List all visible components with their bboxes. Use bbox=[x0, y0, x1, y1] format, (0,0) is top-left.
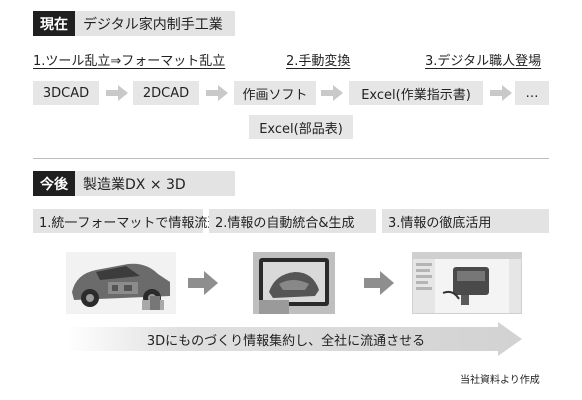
flow-excel-parts-list: Excel(部品表) bbox=[249, 115, 353, 139]
flow-3dcad: 3DCAD bbox=[33, 81, 99, 105]
flow-more-ellipsis: … bbox=[515, 81, 549, 105]
step-2: 2.情報の自動統合&生成 bbox=[209, 209, 376, 233]
flow-2dcad: 2DCAD bbox=[133, 81, 199, 105]
step-1: 1.統一フォーマットで情報流通 bbox=[33, 209, 220, 233]
current-tag: 現在 bbox=[33, 11, 75, 36]
flow-arrow-1 bbox=[106, 85, 128, 101]
future-arrow-1 bbox=[188, 271, 218, 295]
future-title: 製造業DX × 3D bbox=[75, 171, 235, 196]
future-arrow-2 bbox=[364, 271, 394, 295]
flow-arrow-2 bbox=[206, 85, 228, 101]
section-divider bbox=[33, 158, 549, 159]
flow-excel-work-instructions: Excel(作業指示書) bbox=[349, 81, 483, 105]
flow-arrow-3 bbox=[321, 85, 343, 101]
current-title: デジタル家内制手工業 bbox=[75, 11, 235, 36]
tablet-3d-view-image bbox=[253, 252, 335, 314]
future-banner-text: 3Dにものづくり情報集約し、全社に流通させる bbox=[146, 333, 426, 349]
source-credit: 当社資料より作成 bbox=[460, 375, 540, 386]
phase-1-label: 1.ツール乱立⇒フォーマット乱立 bbox=[33, 54, 226, 69]
exploded-car-model-image bbox=[66, 252, 176, 314]
phase-2-label: 2.手動変換 bbox=[286, 54, 351, 69]
3d-software-screen-image bbox=[412, 252, 522, 314]
flow-drawing-software: 作画ソフト bbox=[234, 81, 316, 105]
phase-3-label: 3.デジタル職人登場 bbox=[425, 54, 542, 69]
flow-arrow-4 bbox=[490, 85, 512, 101]
future-banner-arrow: 3Dにものづくり情報集約し、全社に流通させる bbox=[66, 322, 522, 356]
step-3: 3.情報の徹底活用 bbox=[382, 209, 549, 233]
future-tag: 今後 bbox=[33, 171, 75, 196]
